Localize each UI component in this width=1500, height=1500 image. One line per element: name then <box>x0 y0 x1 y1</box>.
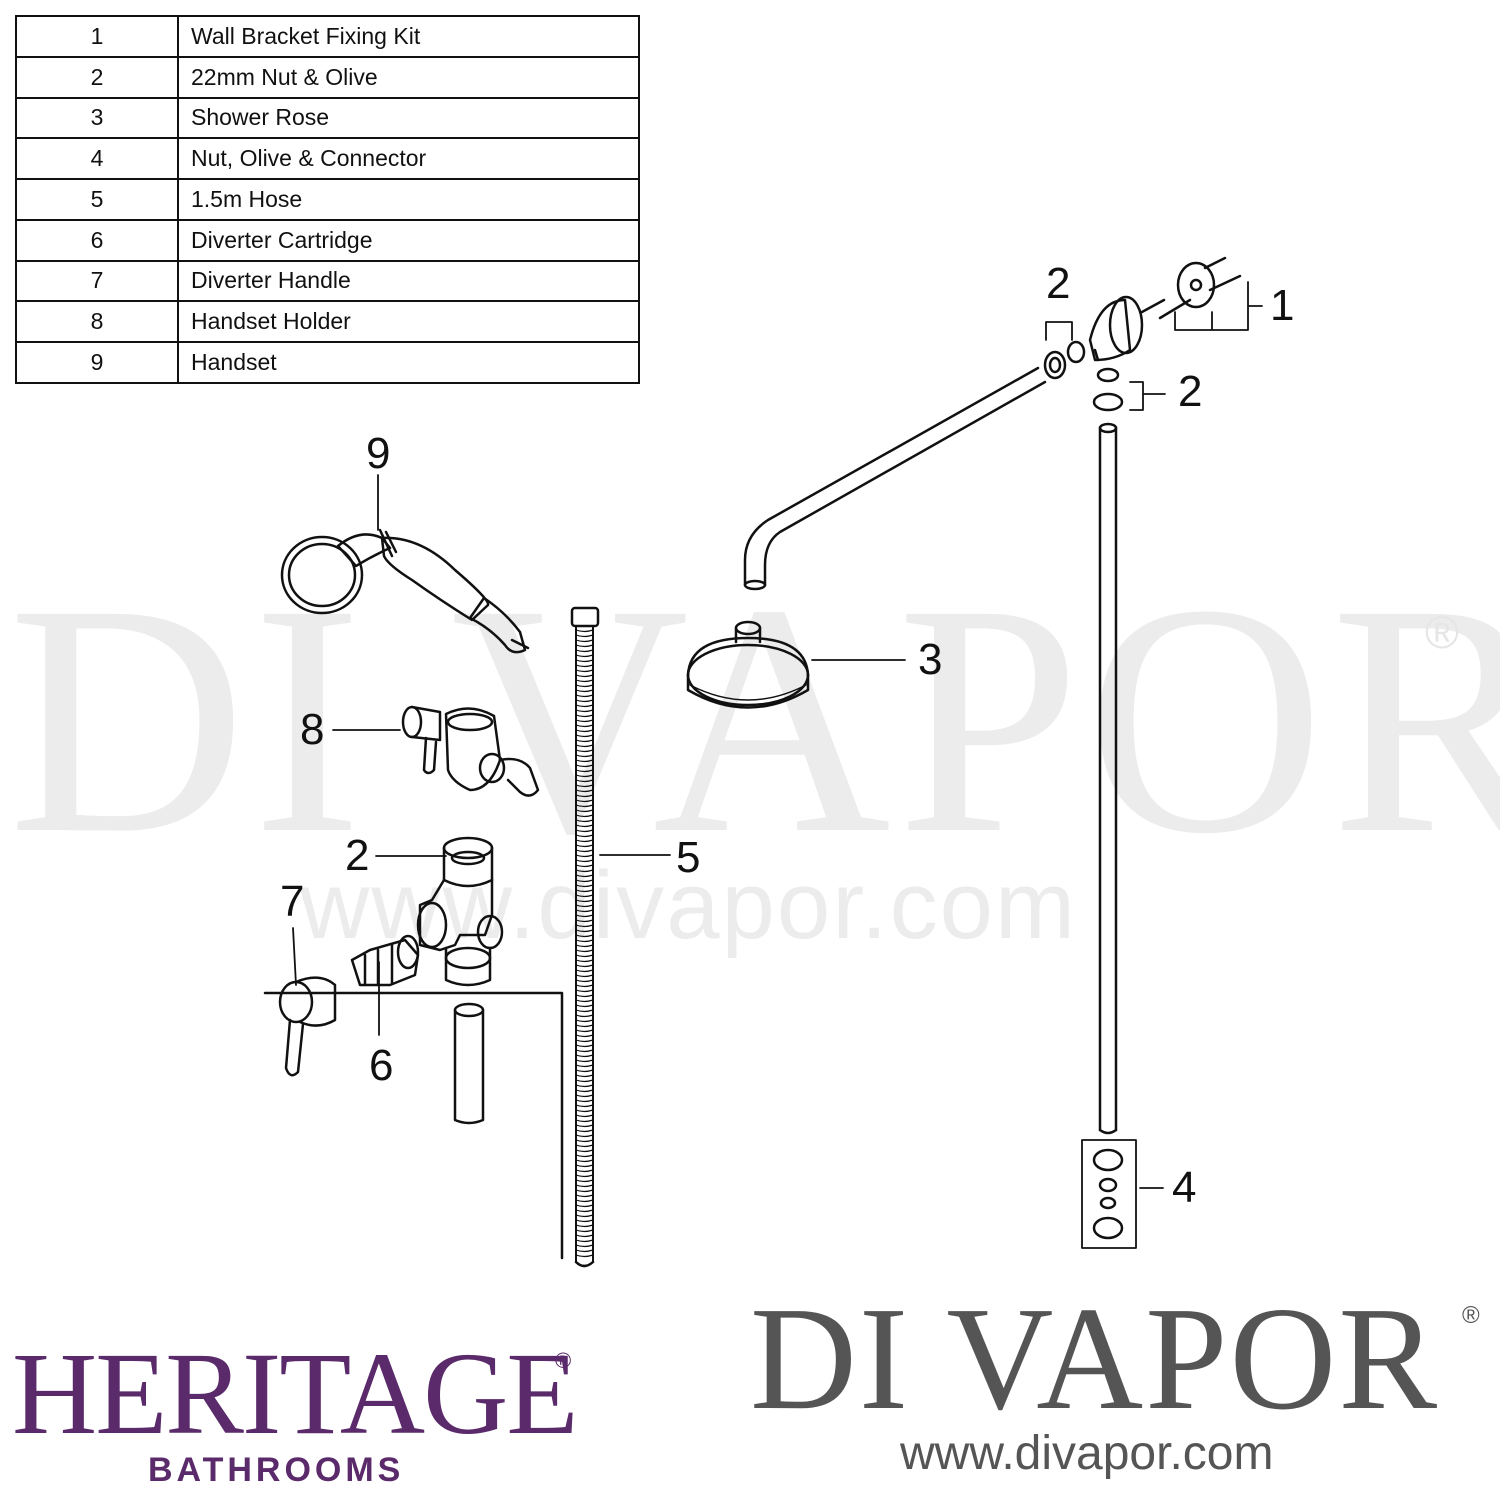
part-number: 9 <box>15 341 179 384</box>
divapor-registered-mark: ® <box>1462 1302 1480 1329</box>
heritage-logo: HERITAGE <box>12 1328 578 1459</box>
part-description: Nut, Olive & Connector <box>177 137 640 181</box>
diverter-cartridge-drawing <box>350 934 420 987</box>
watermark-url: www.divapor.com <box>300 852 1077 959</box>
connector-group-drawing <box>1081 1139 1137 1249</box>
callout-9: 9 <box>366 429 391 478</box>
divapor-url: www.divapor.com <box>900 1427 1274 1480</box>
part-description: Handset <box>177 341 640 384</box>
part-description: Wall Bracket Fixing Kit <box>177 15 640 58</box>
heritage-subtitle: BATHROOMS <box>148 1451 405 1489</box>
part-number: 5 <box>15 178 179 221</box>
part-description: Diverter Cartridge <box>177 218 640 262</box>
callout-7: 7 <box>280 877 305 926</box>
handset-drawing <box>280 528 530 654</box>
part-number: 1 <box>15 15 179 58</box>
callout-2-arm: 2 <box>1046 259 1071 308</box>
part-number: 7 <box>15 259 179 303</box>
callout-1: 1 <box>1270 281 1295 330</box>
callout-8: 8 <box>300 705 325 754</box>
watermark-registered-mark: ® <box>1425 606 1459 658</box>
lower-pipe-drawing <box>453 1002 485 1125</box>
part-description: 22mm Nut & Olive <box>177 55 640 99</box>
part-number: 8 <box>15 300 179 344</box>
wall-line <box>263 991 564 1260</box>
handset-holder-drawing <box>401 705 540 797</box>
wall-bracket-drawing <box>1043 256 1242 412</box>
callout-3: 3 <box>918 635 943 684</box>
diverter-body-drawing <box>416 836 504 987</box>
callout-2-rail: 2 <box>1178 367 1203 416</box>
callout-5: 5 <box>676 833 701 882</box>
watermark-text: DI VAPOR <box>8 537 1500 902</box>
callout-2-diverter: 2 <box>345 831 370 880</box>
callout-6: 6 <box>369 1041 394 1090</box>
part-number: 6 <box>15 218 179 262</box>
part-description: Shower Rose <box>177 96 640 140</box>
part-number: 4 <box>15 137 179 181</box>
shower-arm-drawing <box>743 366 1047 591</box>
heritage-registered-mark: ® <box>555 1348 572 1373</box>
hose-drawing <box>570 606 600 1268</box>
part-description: Diverter Handle <box>177 259 640 303</box>
riser-rail-drawing <box>1098 422 1118 1135</box>
divapor-logo: DI VAPOR <box>750 1277 1440 1441</box>
callout-4: 4 <box>1172 1163 1197 1212</box>
part-description: 1.5m Hose <box>177 178 640 221</box>
shower-rose-drawing <box>686 620 810 709</box>
leader-lines <box>292 281 1263 1189</box>
part-number: 2 <box>15 55 179 99</box>
part-number: 3 <box>15 96 179 140</box>
part-description: Handset Holder <box>177 300 640 344</box>
